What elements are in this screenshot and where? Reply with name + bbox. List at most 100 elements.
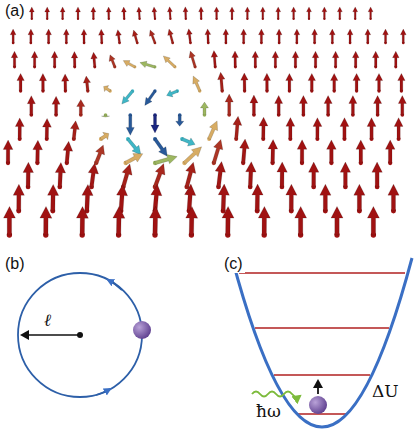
spin-arrow xyxy=(151,115,159,133)
spin-arrow xyxy=(385,140,395,163)
panel-label: (c) xyxy=(222,255,245,273)
spin-arrow xyxy=(151,184,162,211)
spin-arrow xyxy=(215,162,225,188)
spin-arrow xyxy=(199,7,204,19)
spin-arrow xyxy=(39,74,46,92)
spin-arrow xyxy=(320,184,331,211)
spin-arrow xyxy=(331,73,338,91)
spin-arrow xyxy=(149,206,161,235)
spin-arrow xyxy=(99,29,105,43)
spin-arrow xyxy=(308,73,315,91)
spin-arrow xyxy=(383,29,389,43)
spin-arrow xyxy=(163,56,176,68)
spin-arrow xyxy=(10,29,16,43)
spin-arrow xyxy=(185,162,196,187)
spin-arrow xyxy=(76,7,81,19)
spin-arrow xyxy=(312,29,318,43)
spin-arrow xyxy=(70,121,79,139)
spin-arrow xyxy=(241,73,248,91)
spin-arrow xyxy=(312,51,319,67)
spin-arrow xyxy=(71,52,78,68)
spin-arrow xyxy=(212,139,223,163)
spin-arrow xyxy=(232,51,239,67)
spin-arrow xyxy=(375,73,382,91)
spin-arrow xyxy=(13,184,24,211)
spin-arrow xyxy=(367,206,379,235)
spin-arrow xyxy=(132,30,138,43)
spin-arrow xyxy=(106,7,111,19)
spin-arrow xyxy=(246,162,257,187)
spin-arrow xyxy=(181,138,195,147)
spin-arrow xyxy=(353,7,358,19)
spin-arrow xyxy=(205,29,211,43)
spin-arrow xyxy=(299,96,307,116)
spin-arrow xyxy=(140,61,155,68)
panel-label: (b) xyxy=(3,255,27,273)
spin-arrow xyxy=(83,76,90,91)
excitation-arrow xyxy=(317,381,319,394)
spin-arrow xyxy=(187,29,193,43)
spin-arrow xyxy=(127,138,141,155)
spin-arrow xyxy=(113,206,125,235)
spin-arrow xyxy=(260,7,265,19)
spin-arrow xyxy=(354,184,365,211)
spin-arrow xyxy=(393,51,400,67)
spin-arrow xyxy=(183,7,188,19)
spin-arrow xyxy=(347,29,353,43)
orbit-arrow xyxy=(108,280,122,290)
spin-arrow xyxy=(286,73,293,91)
orbit-circle xyxy=(18,273,142,397)
spin-arrow xyxy=(368,7,373,19)
spin-arrow xyxy=(250,95,258,115)
photon-wave xyxy=(252,392,300,398)
spin-arrow xyxy=(126,115,134,135)
spin-arrow xyxy=(33,140,43,163)
spin-arrow xyxy=(372,51,379,67)
spin-arrow xyxy=(340,118,349,139)
spin-arrow xyxy=(77,100,85,116)
spin-arrow xyxy=(286,184,297,211)
spin-arrow xyxy=(43,118,52,139)
spin-arrow xyxy=(356,140,366,163)
spin-arrow xyxy=(28,29,34,43)
spin-arrow xyxy=(331,206,343,235)
spin-arrow xyxy=(294,29,300,43)
energy-level xyxy=(298,413,346,415)
spin-arrow xyxy=(211,51,218,68)
spin-arrow xyxy=(214,7,219,19)
spin-arrow xyxy=(31,51,38,67)
spin-arrow xyxy=(149,30,156,44)
spin-arrow xyxy=(167,90,178,97)
barrier-height: ΔU xyxy=(372,382,399,401)
spin-arrow xyxy=(259,29,265,43)
spin-arrow xyxy=(400,29,406,43)
spin-arrow xyxy=(324,96,332,115)
spin-arrow xyxy=(374,96,382,115)
spin-arrow xyxy=(272,51,279,67)
spin-arrow xyxy=(117,185,128,212)
spin-arrow xyxy=(263,73,270,91)
spin-arrow xyxy=(17,73,24,91)
spin-arrow xyxy=(145,90,156,105)
spin-arrow xyxy=(51,51,58,67)
spin-arrow xyxy=(208,121,218,140)
spin-arrow xyxy=(183,147,201,165)
spin-arrow xyxy=(152,7,157,19)
spin-arrow xyxy=(225,94,233,115)
spin-arrow xyxy=(60,7,65,19)
spin-arrow xyxy=(258,206,270,235)
spin-arrow xyxy=(185,184,196,211)
spin-arrow xyxy=(309,162,319,187)
spin-arrow xyxy=(276,29,282,43)
spin-arrow xyxy=(102,115,110,117)
spin-arrow xyxy=(394,118,403,139)
spin-arrow xyxy=(55,163,65,188)
spin-arrow xyxy=(268,140,278,163)
spin-arrow xyxy=(252,51,259,67)
spin-arrow xyxy=(63,29,69,43)
spin-arrow xyxy=(233,116,242,139)
orbit-arrow xyxy=(96,389,110,395)
spin-arrow xyxy=(88,163,98,187)
spin-arrow xyxy=(277,162,287,187)
